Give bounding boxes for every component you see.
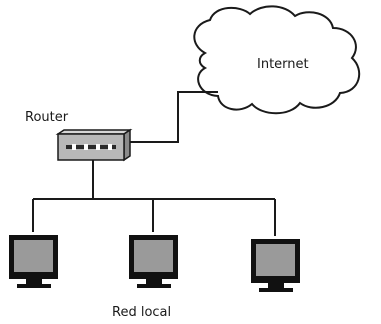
- computer-2-monitor-icon: [129, 235, 178, 288]
- internet-label: Internet: [257, 57, 309, 72]
- lan-label: Red local: [112, 305, 171, 320]
- wan-link: [128, 91, 218, 143]
- internet-cloud-icon: [193, 5, 361, 115]
- router-label: Router: [25, 110, 69, 125]
- router-icon: [55, 128, 133, 162]
- lan-links: [32, 160, 276, 236]
- computer-1-monitor-icon: [9, 235, 58, 288]
- computer-3-monitor-icon: [251, 239, 300, 292]
